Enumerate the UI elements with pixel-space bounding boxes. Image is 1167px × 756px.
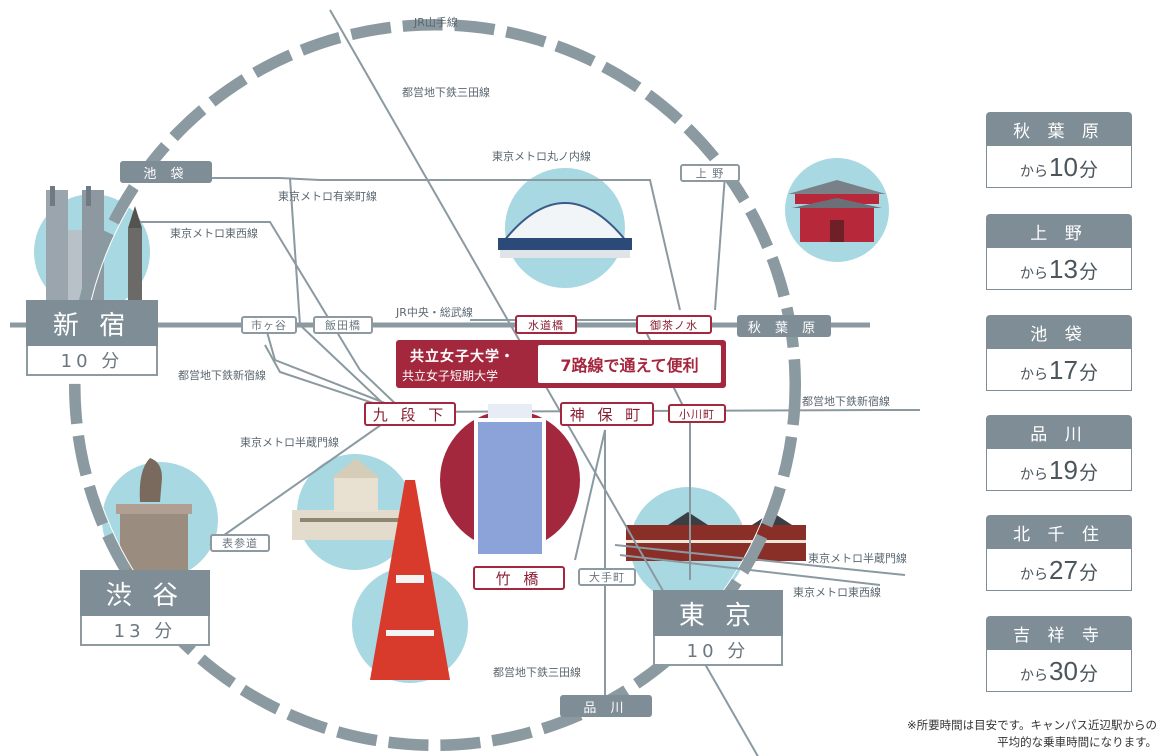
- major-station-shibuya: 渋 谷 13 分: [80, 570, 210, 646]
- tocho-building-icon: [46, 186, 142, 300]
- label-hanzomon-right: 東京メトロ半蔵門線: [808, 552, 907, 565]
- label-marunouchi: 東京メトロ丸ノ内線: [492, 150, 591, 163]
- tokyo-tower-icon: [370, 480, 450, 680]
- time-card-station: 吉 祥 寺: [986, 616, 1132, 650]
- footnote: ※所要時間は目安です。キャンパス近辺駅からの 平均的な乗車時間になります。: [907, 717, 1157, 751]
- time-card-unit: 分: [1078, 663, 1098, 685]
- major-station-time: 10 分: [26, 346, 158, 376]
- station-otemachi: 大手町: [578, 568, 636, 586]
- campus-building-icon: [474, 404, 546, 558]
- label-shinjuku-left: 都営地下鉄新宿線: [178, 369, 266, 382]
- major-station-name: 東 京: [653, 590, 783, 636]
- time-card-unit: 分: [1078, 362, 1098, 384]
- station-jimbocho: 神 保 町: [560, 402, 654, 426]
- time-card-from: から: [1020, 467, 1049, 483]
- time-card-minutes: 10: [1049, 152, 1078, 182]
- station-shinagawa: 品 川: [560, 695, 652, 717]
- station-iidabashi: 飯田橋: [313, 316, 373, 334]
- time-card-from: から: [1020, 567, 1049, 583]
- major-station-name: 新 宿: [26, 300, 158, 346]
- time-card-unit: 分: [1078, 261, 1098, 283]
- station-omotesando: 表参道: [210, 534, 270, 552]
- time-card-station: 秋 葉 原: [986, 112, 1132, 146]
- hachiko-statue-icon: [116, 458, 192, 570]
- callout-college: 共立女子短期大学: [402, 369, 499, 383]
- major-station-time: 10 分: [653, 636, 783, 666]
- time-card-minutes: 30: [1049, 656, 1078, 686]
- major-station-shinjuku: 新 宿 10 分: [26, 300, 158, 376]
- time-card-station: 上 野: [986, 214, 1132, 248]
- time-card-unit: 分: [1078, 462, 1098, 484]
- sensoji-gate-icon: [788, 180, 886, 242]
- time-card-from: から: [1020, 164, 1049, 180]
- station-ichigaya: 市ヶ谷: [241, 316, 297, 334]
- campus-callout: 共立女子大学・ 共立女子短期大学 7路線で通えて便利: [396, 340, 726, 388]
- time-card-from: から: [1020, 266, 1049, 282]
- label-chuo-sobu: JR中央・総武線: [396, 306, 473, 319]
- station-suidobashi: 水道橋: [515, 315, 577, 334]
- diet-building-icon: [292, 458, 418, 540]
- major-station-time: 13 分: [80, 616, 210, 646]
- station-akihabara: 秋 葉 原: [737, 315, 831, 337]
- callout-university: 共立女子大学・: [410, 349, 515, 365]
- footnote-line2: 平均的な乗車時間になります。: [997, 735, 1157, 749]
- time-card-unit: 分: [1078, 562, 1098, 584]
- tokyo-dome-icon: [497, 202, 633, 258]
- station-ueno: 上 野: [680, 164, 740, 182]
- major-station-name: 渋 谷: [80, 570, 210, 616]
- time-card-station: 池 袋: [986, 315, 1132, 349]
- label-mita-bottom: 都営地下鉄三田線: [493, 666, 581, 679]
- label-mita-top: 都営地下鉄三田線: [402, 86, 490, 99]
- time-card-station: 品 川: [986, 415, 1132, 449]
- station-kudanshita: 九 段 下: [364, 402, 456, 426]
- station-ochanomizu: 御茶ノ水: [636, 315, 712, 334]
- callout-tagline: 7路線で通えて便利: [538, 345, 721, 383]
- time-card-from: から: [1020, 668, 1049, 684]
- time-card-station: 北 千 住: [986, 515, 1132, 549]
- label-jr-yamanote: JR山手線: [414, 16, 458, 29]
- station-ikebukuro: 池 袋: [120, 161, 212, 183]
- time-card-minutes: 19: [1049, 455, 1078, 485]
- time-card-unit: 分: [1078, 159, 1098, 181]
- label-tozai-right: 東京メトロ東西線: [793, 586, 881, 599]
- station-ogawamachi: 小川町: [668, 404, 726, 423]
- label-shinjuku-right: 都営地下鉄新宿線: [802, 395, 890, 408]
- time-card-minutes: 27: [1049, 555, 1078, 585]
- major-station-tokyo: 東 京 10 分: [653, 590, 783, 666]
- time-card-from: から: [1020, 367, 1049, 383]
- label-tozai-left: 東京メトロ東西線: [170, 227, 258, 240]
- jr-yamanote-ring: [69, 19, 801, 751]
- time-card-minutes: 17: [1049, 355, 1078, 385]
- label-hanzomon-left: 東京メトロ半蔵門線: [240, 436, 339, 449]
- time-card-minutes: 13: [1049, 254, 1078, 284]
- station-takebashi: 竹 橋: [473, 566, 565, 590]
- footnote-line1: ※所要時間は目安です。キャンパス近辺駅からの: [907, 718, 1157, 732]
- label-yurakucho: 東京メトロ有楽町線: [278, 190, 377, 203]
